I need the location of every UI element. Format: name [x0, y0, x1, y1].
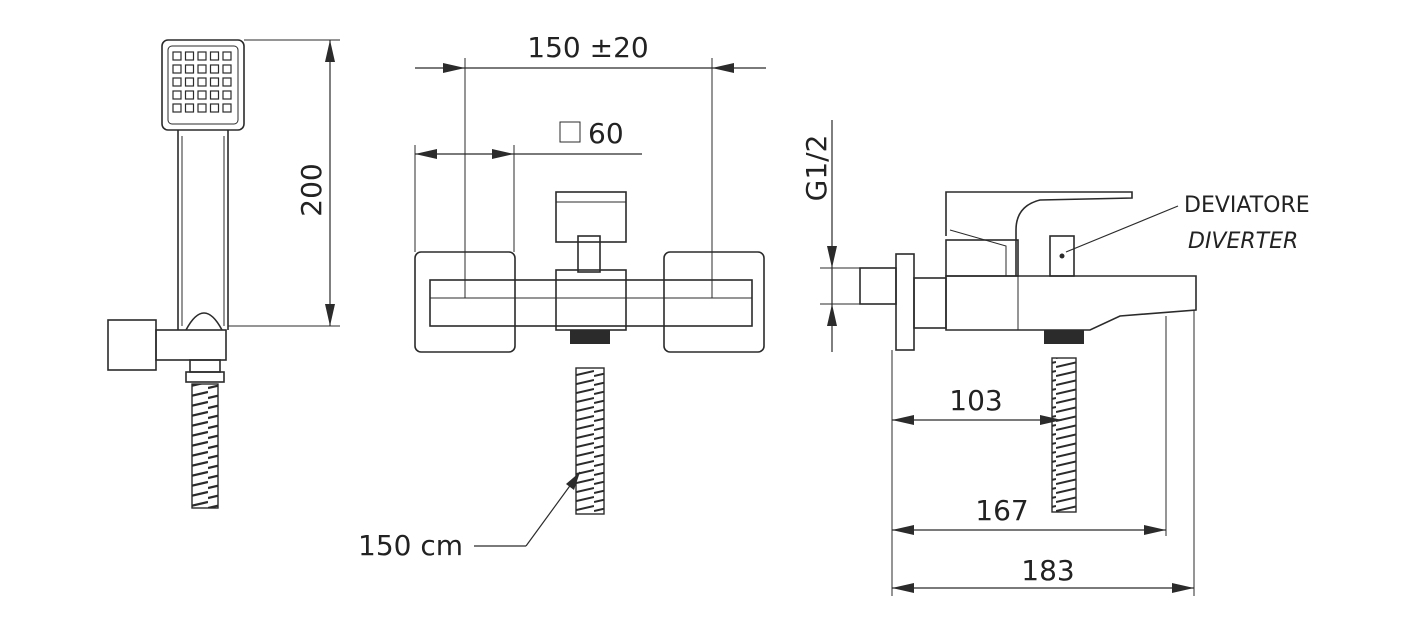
nozzle [222, 64, 232, 74]
spout-body [945, 275, 1197, 331]
dim-center-distance: 150 ±20 [527, 31, 648, 64]
center-block [555, 269, 627, 331]
square-symbol [559, 121, 581, 143]
nozzle [184, 51, 195, 61]
nozzle [209, 77, 220, 87]
outlet-nut [570, 330, 610, 344]
nozzle [197, 90, 207, 100]
nozzle [209, 90, 220, 100]
mixer-lever [555, 191, 627, 243]
hose-side [1051, 357, 1077, 513]
dim-hose-length: 150 cm [358, 529, 463, 562]
dim-handshower-height: 200 [295, 163, 328, 216]
wall-rosette [895, 253, 915, 351]
dim-thread: G1/2 [800, 135, 833, 202]
shower-head [161, 39, 245, 131]
nozzle [172, 103, 182, 113]
nozzle [172, 90, 182, 100]
nozzle [184, 64, 195, 74]
nozzle [222, 90, 232, 100]
nozzle [172, 77, 182, 87]
diverter-knob [1049, 235, 1075, 277]
nozzle [209, 64, 220, 74]
nozzle [209, 51, 220, 61]
dim-handle-square: 60 [588, 117, 624, 150]
nozzle [172, 51, 182, 61]
nozzle [184, 77, 195, 87]
dim-projection-total: 183 [1021, 554, 1074, 587]
label-diverter: DIVERTER [1188, 229, 1298, 254]
nozzle [209, 103, 220, 113]
nozzle [197, 103, 207, 113]
front-view: 150 ±20 60 150 cm [358, 31, 766, 562]
nozzle [172, 64, 182, 74]
nozzle-grid [172, 51, 232, 113]
inlet-connector [859, 267, 897, 305]
nozzle [184, 90, 195, 100]
nozzle [222, 77, 232, 87]
right-eccentric [663, 251, 765, 353]
hose-left [191, 383, 219, 509]
nozzle [197, 77, 207, 87]
nozzle [197, 51, 207, 61]
nozzle [197, 64, 207, 74]
dim-projection-outlet: 103 [949, 384, 1002, 417]
hose-front [575, 367, 605, 515]
shower-handle [177, 130, 229, 330]
side-view: G1/2 DEVIATORE DIVERTER 103 [800, 120, 1310, 596]
left-eccentric [414, 251, 516, 353]
nozzle [222, 51, 232, 61]
wall-holder [107, 319, 157, 371]
handshower-view: 200 [107, 39, 340, 509]
nozzle [184, 103, 195, 113]
mixer-body [429, 279, 753, 327]
outlet-nut-side [1044, 330, 1084, 344]
lever-side [945, 191, 1133, 276]
dim-projection-body: 167 [975, 494, 1028, 527]
nozzle [222, 103, 232, 113]
label-deviatore: DEVIATORE [1184, 193, 1310, 218]
